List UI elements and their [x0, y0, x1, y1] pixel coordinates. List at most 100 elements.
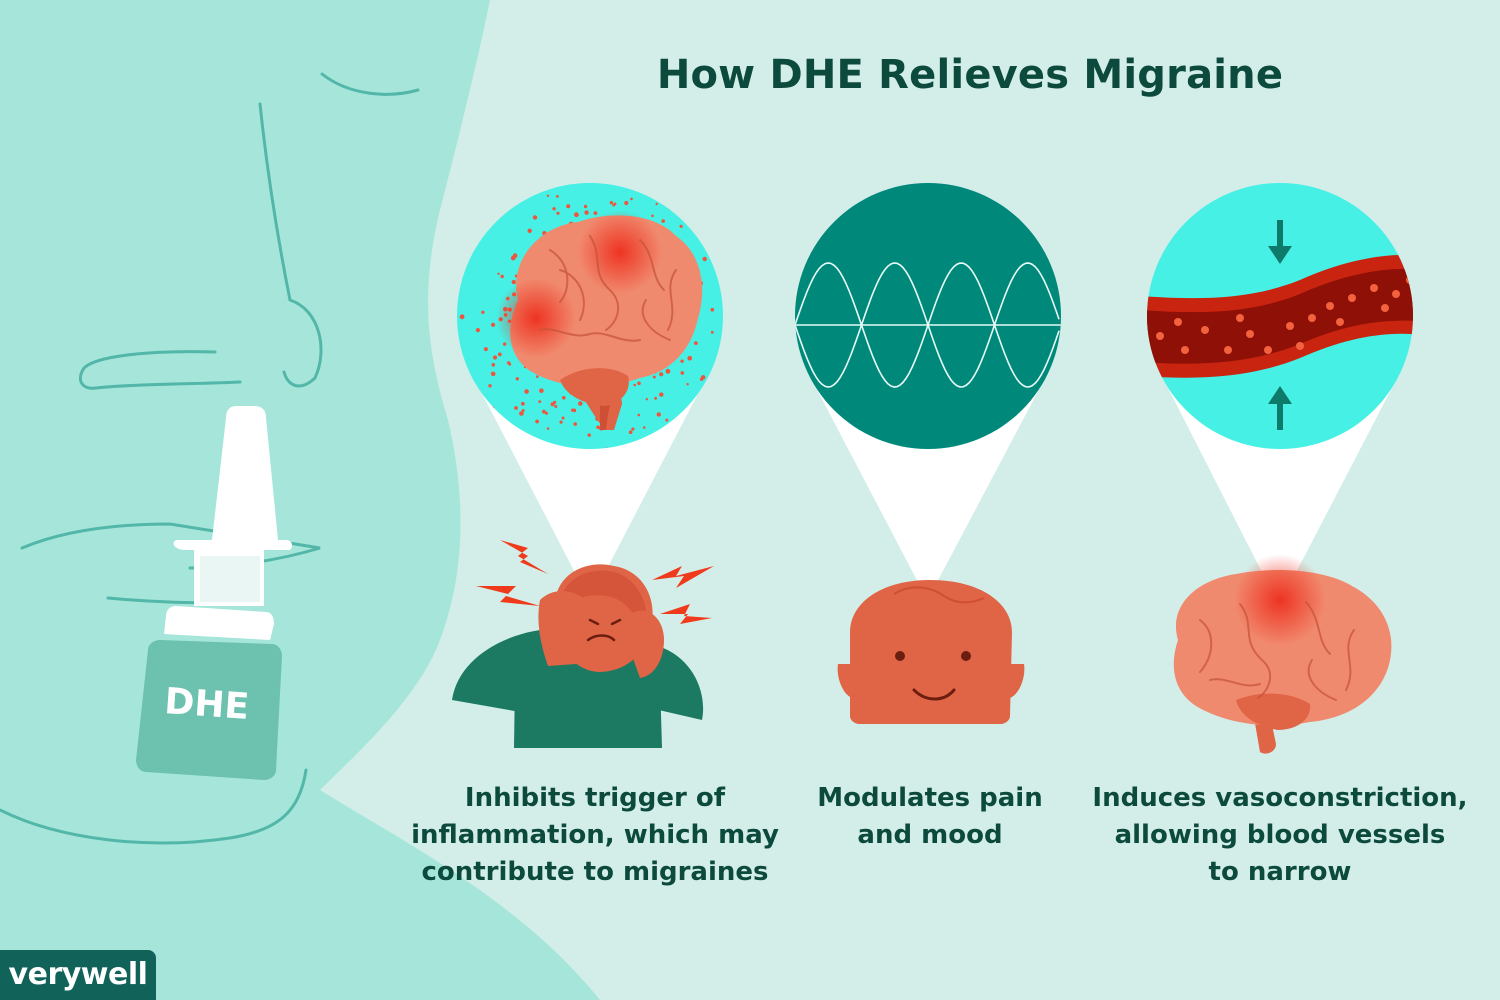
- blood-cell: [1296, 342, 1304, 350]
- inflammation-circle: [457, 183, 729, 449]
- blood-cell: [1406, 276, 1413, 284]
- inflammation-particle: [633, 383, 636, 387]
- inflammation-particle: [465, 246, 469, 250]
- inflammation-particle: [561, 416, 565, 420]
- blood-cell: [1264, 346, 1272, 354]
- blood-cell: [1286, 322, 1294, 330]
- brand-logo: verywell: [0, 950, 156, 1000]
- inflammation-particle: [490, 371, 496, 377]
- arrow-down-icon: [1268, 220, 1292, 264]
- inflammation-particle: [546, 427, 550, 430]
- inflammation-particle: [510, 255, 516, 261]
- inflammation-particle: [637, 381, 641, 386]
- inflammation-particle: [546, 194, 550, 197]
- inflammation-particle: [519, 411, 524, 416]
- nasal-spray-bottle: DHE: [136, 406, 293, 780]
- inflammation-particle: [492, 355, 498, 360]
- inflammation-particle: [613, 202, 617, 206]
- inflammation-particle: [702, 256, 707, 262]
- inflammation-particle: [511, 279, 516, 285]
- inflammation-particle: [643, 426, 646, 429]
- inflammation-particle: [652, 375, 656, 379]
- blood-cell: [1224, 346, 1232, 354]
- blood-cell: [1236, 314, 1244, 322]
- inflammation-particle: [609, 201, 614, 205]
- inflammation-particle: [556, 195, 559, 198]
- inflammation-particle: [624, 200, 629, 206]
- inflammation-particle: [556, 211, 560, 215]
- inflammation-particle: [665, 418, 669, 422]
- inflammation-particle: [532, 215, 538, 220]
- blood-cell: [1246, 330, 1254, 338]
- left-eye: [895, 651, 905, 661]
- inflammation-particle: [500, 274, 504, 279]
- inflammation-particle: [587, 433, 591, 437]
- sine-wave-2: [795, 262, 1060, 388]
- bottle-label: DHE: [163, 681, 250, 728]
- inflammation-particle: [628, 430, 633, 435]
- right-eye: [961, 651, 971, 661]
- caption-vasoconstriction: Induces vasoconstriction, allowing blood…: [1092, 783, 1468, 887]
- inflammation-particle: [710, 307, 715, 312]
- blood-cell: [1156, 332, 1164, 340]
- inflammation-particle: [694, 341, 698, 345]
- inflammation-particle: [566, 204, 571, 209]
- inflammation-particle: [726, 294, 729, 297]
- inflammation-particle: [654, 396, 657, 400]
- inflammation-particle: [488, 384, 492, 388]
- calm-head: [837, 580, 1025, 724]
- nostril-line: [79, 350, 242, 390]
- inflammation-particle: [521, 409, 525, 412]
- blood-cell: [1370, 284, 1378, 292]
- inflammation-particle: [475, 328, 480, 333]
- inflammation-particle: [687, 355, 692, 361]
- inflammation-particle: [497, 272, 500, 275]
- inflammation-particle: [538, 400, 542, 403]
- migraine-person: [452, 540, 714, 748]
- page-title: How DHE Relieves Migraine: [656, 52, 1284, 98]
- inflammation-particle: [554, 405, 558, 408]
- inflammation-particle: [515, 377, 519, 381]
- inflamed-brain: [496, 210, 703, 430]
- inflammation-particle: [572, 408, 577, 413]
- eye-line: [320, 72, 420, 96]
- chin-line: [0, 768, 308, 845]
- inflammation-particle: [631, 427, 635, 431]
- inflammation-particle: [508, 362, 512, 366]
- inflammation-particle: [545, 411, 548, 415]
- caption-pain-mood: Modulates pain and mood: [817, 783, 1043, 850]
- smile: [912, 688, 956, 701]
- inflammation-particle: [630, 197, 633, 201]
- inflammation-particle: [584, 210, 589, 215]
- inflammation-particle: [491, 363, 496, 367]
- blood-cell: [1336, 318, 1344, 326]
- inflammation-particle: [524, 389, 529, 394]
- inflammation-particle: [559, 420, 563, 424]
- inflammation-particle: [665, 368, 671, 374]
- inflammation-particle: [491, 322, 496, 327]
- caption-inflammation: Inhibits trigger of inflammation, which …: [411, 783, 779, 887]
- nose-line: [258, 102, 323, 388]
- blood-cell: [1308, 314, 1316, 322]
- blood-cell: [1348, 294, 1356, 302]
- blood-cell: [1201, 326, 1209, 334]
- inflammation-particle: [527, 228, 532, 233]
- inflammation-particle: [679, 224, 683, 228]
- inflammation-particle: [686, 383, 689, 386]
- inflammation-particle: [521, 401, 525, 406]
- inflammation-particle: [637, 413, 641, 417]
- vasoconstriction-circle: [1147, 183, 1413, 449]
- inflammation-particle: [596, 425, 600, 430]
- inflammation-particle: [645, 398, 648, 401]
- face-lines: [0, 72, 420, 845]
- inflammation-particle: [680, 371, 685, 375]
- blood-cell: [1392, 290, 1400, 298]
- sine-wave-1: [795, 262, 1060, 388]
- inflammation-particle: [656, 412, 661, 417]
- inflammation-particle: [497, 352, 502, 357]
- inflammation-particle: [710, 330, 714, 334]
- inflammation-particle: [535, 419, 539, 424]
- inflammation-particle: [651, 214, 654, 218]
